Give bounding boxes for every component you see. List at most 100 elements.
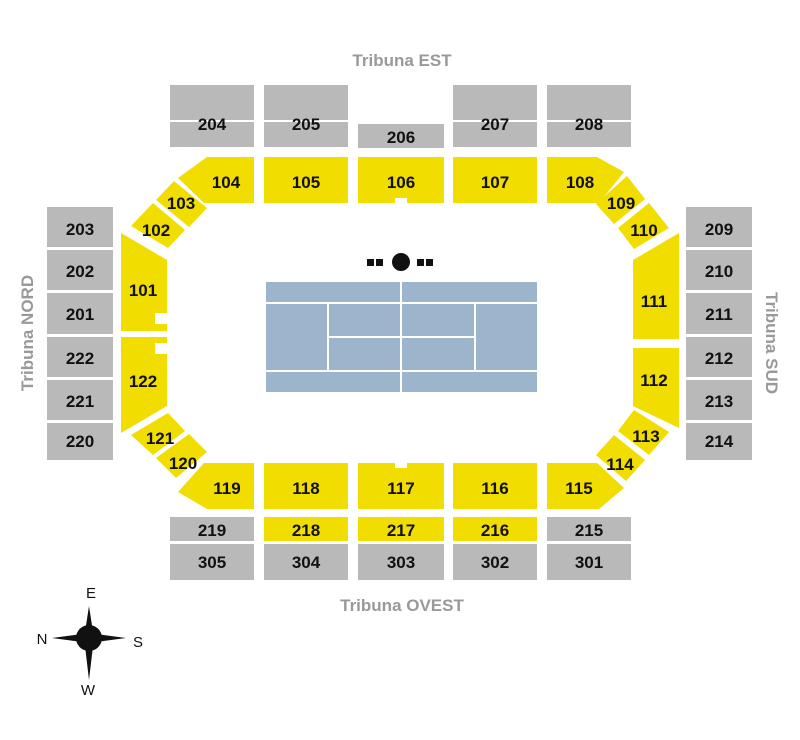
svg-text:105: 105 [292, 173, 320, 192]
section-209[interactable]: 209 [686, 207, 752, 247]
compass-n-label: N [37, 631, 48, 648]
section-217[interactable]: 217 [358, 517, 444, 541]
svg-text:111: 111 [641, 292, 668, 311]
svg-text:221: 221 [66, 392, 94, 411]
section-112[interactable]: 112 [633, 348, 679, 428]
svg-text:122: 122 [129, 372, 157, 391]
section-215[interactable]: 215 [547, 517, 631, 541]
section-220[interactable]: 220 [47, 423, 113, 460]
section-120[interactable]: 120 [156, 434, 207, 478]
svg-text:213: 213 [705, 392, 733, 411]
section-103[interactable]: 103 [156, 181, 207, 227]
section-207[interactable]: 207 [453, 85, 537, 147]
section-221[interactable]: 221 [47, 380, 113, 420]
section-109[interactable]: 109 [596, 176, 645, 224]
svg-text:110: 110 [630, 221, 657, 240]
section-122[interactable]: 122 [121, 337, 167, 433]
section-212[interactable]: 212 [686, 337, 752, 377]
section-202[interactable]: 202 [47, 250, 113, 290]
svg-text:204: 204 [198, 115, 227, 134]
svg-text:119: 119 [213, 479, 240, 498]
compass-e-label: E [86, 585, 96, 602]
svg-text:202: 202 [66, 262, 94, 281]
svg-text:302: 302 [481, 553, 509, 572]
section-222[interactable]: 222 [47, 337, 113, 377]
section-117[interactable]: 117 [358, 463, 444, 509]
svg-text:101: 101 [129, 281, 157, 300]
section-118[interactable]: 118 [264, 463, 348, 509]
tennis-court [266, 282, 537, 392]
svg-text:205: 205 [292, 115, 320, 134]
svg-text:121: 121 [146, 429, 174, 448]
svg-text:118: 118 [292, 479, 319, 498]
section-206[interactable]: 206 [358, 124, 444, 148]
svg-text:216: 216 [481, 521, 509, 540]
section-105[interactable]: 105 [264, 157, 348, 203]
section-102[interactable]: 102 [131, 203, 185, 248]
section-211[interactable]: 211 [686, 293, 752, 334]
tribuna-est-label: Tribuna EST [352, 51, 452, 70]
svg-text:102: 102 [142, 221, 170, 240]
svg-text:120: 120 [169, 454, 197, 473]
svg-text:214: 214 [705, 432, 734, 451]
section-114[interactable]: 114 [596, 435, 645, 481]
svg-text:115: 115 [565, 479, 592, 498]
svg-text:301: 301 [575, 553, 603, 572]
svg-text:112: 112 [640, 371, 667, 390]
section-113[interactable]: 113 [618, 410, 669, 455]
svg-text:212: 212 [705, 349, 733, 368]
compass-rose-icon: E N S W [37, 585, 143, 699]
svg-text:106: 106 [387, 173, 415, 192]
section-301[interactable]: 301 [547, 544, 631, 580]
section-116[interactable]: 116 [453, 463, 537, 509]
section-302[interactable]: 302 [453, 544, 537, 580]
svg-text:304: 304 [292, 553, 321, 572]
section-121[interactable]: 121 [131, 413, 185, 455]
svg-text:222: 222 [66, 349, 94, 368]
section-205[interactable]: 205 [264, 85, 348, 147]
section-106[interactable]: 106 [358, 157, 444, 203]
tribuna-ovest-label: Tribuna OVEST [340, 596, 464, 615]
svg-text:209: 209 [705, 220, 733, 239]
svg-text:303: 303 [387, 553, 415, 572]
section-107[interactable]: 107 [453, 157, 537, 203]
svg-text:220: 220 [66, 432, 94, 451]
section-119[interactable]: 119 [178, 463, 254, 509]
svg-text:103: 103 [167, 194, 195, 213]
section-305[interactable]: 305 [170, 544, 254, 580]
svg-text:108: 108 [566, 173, 594, 192]
section-104[interactable]: 104 [178, 157, 254, 203]
svg-text:117: 117 [387, 479, 414, 498]
section-303[interactable]: 303 [358, 544, 444, 580]
svg-text:114: 114 [606, 455, 634, 474]
svg-text:211: 211 [705, 305, 732, 324]
section-204[interactable]: 204 [170, 85, 254, 147]
section-213[interactable]: 213 [686, 380, 752, 420]
svg-text:305: 305 [198, 553, 226, 572]
compass-s-label: S [133, 634, 143, 651]
section-203[interactable]: 203 [47, 207, 113, 247]
section-111[interactable]: 111 [633, 233, 679, 339]
section-110[interactable]: 110 [618, 203, 669, 249]
tribuna-sud-label: Tribuna SUD [762, 292, 781, 394]
svg-text:104: 104 [212, 173, 241, 192]
section-201[interactable]: 201 [47, 293, 113, 334]
section-115[interactable]: 115 [547, 463, 624, 509]
svg-text:217: 217 [387, 521, 415, 540]
svg-text:208: 208 [575, 115, 603, 134]
svg-text:203: 203 [66, 220, 94, 239]
svg-text:219: 219 [198, 521, 226, 540]
section-218[interactable]: 218 [264, 517, 348, 541]
tribuna-nord-label: Tribuna NORD [18, 275, 37, 391]
section-214[interactable]: 214 [686, 423, 752, 460]
svg-text:218: 218 [292, 521, 320, 540]
section-219[interactable]: 219 [170, 517, 254, 541]
section-101[interactable]: 101 [121, 233, 167, 331]
section-208[interactable]: 208 [547, 85, 631, 147]
section-108[interactable]: 108 [547, 157, 624, 203]
section-304[interactable]: 304 [264, 544, 348, 580]
svg-text:207: 207 [481, 115, 509, 134]
section-216[interactable]: 216 [453, 517, 537, 541]
section-210[interactable]: 210 [686, 250, 752, 290]
